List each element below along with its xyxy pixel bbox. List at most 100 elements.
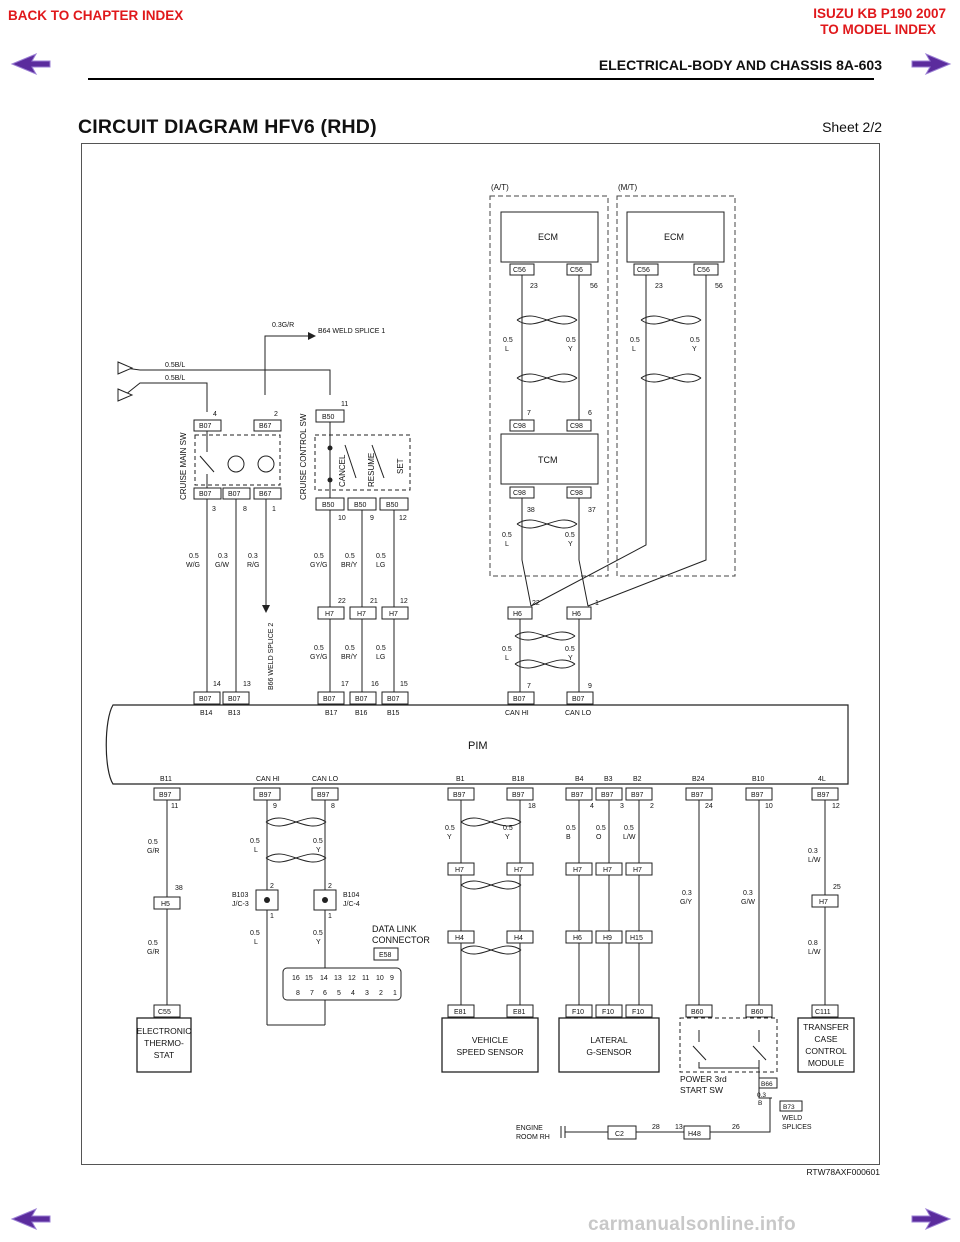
- prev-page-arrow-icon[interactable]: [10, 52, 52, 76]
- svg-text:L: L: [632, 346, 636, 353]
- svg-text:0.3: 0.3: [743, 890, 753, 897]
- svg-text:C111: C111: [815, 1009, 831, 1016]
- svg-text:H6: H6: [513, 611, 522, 618]
- svg-text:B50: B50: [322, 502, 335, 509]
- svg-text:12: 12: [399, 515, 407, 522]
- svg-text:B97: B97: [571, 792, 584, 799]
- svg-text:TRANSFER: TRANSFER: [803, 1022, 849, 1032]
- svg-text:Y: Y: [316, 939, 321, 946]
- svg-text:9: 9: [588, 683, 592, 690]
- model-index-link[interactable]: TO MODEL INDEX: [820, 22, 936, 37]
- svg-text:CAN LO: CAN LO: [565, 710, 592, 717]
- svg-text:ELECTRONIC: ELECTRONIC: [137, 1026, 192, 1036]
- svg-text:B: B: [758, 1100, 762, 1107]
- dlc-label-2: CONNECTOR: [372, 935, 430, 945]
- svg-text:2: 2: [274, 411, 278, 418]
- svg-text:1: 1: [270, 913, 274, 920]
- svg-text:14: 14: [213, 681, 221, 688]
- svg-text:0.5: 0.5: [250, 930, 260, 937]
- svg-text:0.5: 0.5: [313, 930, 323, 937]
- svg-text:7: 7: [310, 990, 314, 997]
- svg-text:0.5: 0.5: [566, 825, 576, 832]
- svg-text:Y: Y: [568, 655, 573, 662]
- svg-text:38: 38: [175, 885, 183, 892]
- svg-text:13: 13: [243, 681, 251, 688]
- svg-text:0.3: 0.3: [218, 553, 228, 560]
- svg-text:LATERAL: LATERAL: [590, 1035, 627, 1045]
- brand-title: ISUZU KB P190 2007: [813, 6, 946, 21]
- svg-text:B97: B97: [817, 792, 830, 799]
- svg-text:Y: Y: [692, 346, 697, 353]
- figure-reference: RTW78AXF000601: [806, 1167, 880, 1177]
- svg-text:B1: B1: [456, 776, 465, 783]
- svg-text:0.5: 0.5: [690, 337, 700, 344]
- svg-text:0.8: 0.8: [808, 940, 818, 947]
- svg-text:0.5: 0.5: [345, 553, 355, 560]
- svg-text:2: 2: [379, 990, 383, 997]
- svg-text:0.5: 0.5: [503, 825, 513, 832]
- svg-text:12: 12: [348, 975, 356, 982]
- svg-text:WELD: WELD: [782, 1115, 802, 1122]
- svg-text:B07: B07: [228, 491, 241, 498]
- svg-text:Y: Y: [316, 847, 321, 854]
- pin-tcm-38: 38: [527, 507, 535, 514]
- next-page-arrow-bottom-icon[interactable]: [910, 1207, 952, 1231]
- svg-text:24: 24: [705, 803, 713, 810]
- svg-text:1: 1: [393, 990, 397, 997]
- svg-text:4: 4: [590, 803, 594, 810]
- svg-text:C2: C2: [615, 1131, 624, 1138]
- svg-text:0.5: 0.5: [565, 532, 575, 539]
- svg-text:B13: B13: [228, 710, 241, 717]
- svg-text:VEHICLE: VEHICLE: [472, 1035, 509, 1045]
- lateral-g-sensor-box: [558, 1017, 660, 1073]
- svg-text:MODULE: MODULE: [808, 1058, 845, 1068]
- svg-text:H7: H7: [389, 611, 398, 618]
- prev-page-arrow-bottom-icon[interactable]: [10, 1207, 52, 1231]
- svg-text:0.5: 0.5: [250, 838, 260, 845]
- svg-text:4: 4: [351, 990, 355, 997]
- switch-cancel-label: CANCEL: [338, 454, 347, 487]
- svg-text:E81: E81: [454, 1009, 467, 1016]
- svg-text:2: 2: [270, 883, 274, 890]
- ecm-at-box: [500, 211, 599, 263]
- svg-text:B: B: [566, 834, 571, 841]
- svg-text:0.5: 0.5: [630, 337, 640, 344]
- next-page-arrow-icon[interactable]: [910, 52, 952, 76]
- weld-splice-b66-label: B66 WELD SPLICE 2: [268, 623, 275, 690]
- svg-text:H7: H7: [603, 867, 612, 874]
- svg-text:B73: B73: [783, 1104, 795, 1111]
- conn-c98-b-label: C98: [570, 423, 583, 430]
- svg-text:H7: H7: [514, 867, 523, 874]
- svg-text:11: 11: [341, 401, 348, 408]
- svg-text:R/G: R/G: [247, 562, 259, 569]
- svg-text:15: 15: [400, 681, 408, 688]
- switch-resume-label: RESUME: [367, 453, 376, 487]
- svg-text:H6: H6: [573, 935, 582, 942]
- svg-text:CASE: CASE: [814, 1034, 837, 1044]
- svg-text:CAN LO: CAN LO: [312, 776, 339, 783]
- svg-text:0.3G/R: 0.3G/R: [272, 322, 294, 329]
- sheet-number: Sheet 2/2: [822, 119, 882, 135]
- svg-text:11: 11: [171, 803, 178, 810]
- svg-text:2: 2: [328, 883, 332, 890]
- svg-text:Y: Y: [505, 834, 510, 841]
- diagram-frame: [81, 143, 880, 1165]
- mt-variant-boundary: [616, 195, 736, 577]
- svg-text:9: 9: [390, 975, 394, 982]
- ecm-at-label: ECM: [538, 232, 558, 242]
- svg-text:10: 10: [376, 975, 384, 982]
- svg-text:H48: H48: [688, 1131, 701, 1138]
- conn-c56-c-label: C56: [637, 267, 650, 274]
- svg-text:B4: B4: [575, 776, 584, 783]
- svg-text:0.5: 0.5: [624, 825, 634, 832]
- header-rule: [88, 78, 874, 80]
- svg-text:L: L: [505, 541, 509, 548]
- svg-text:G/Y: G/Y: [680, 899, 692, 906]
- svg-text:G/R: G/R: [147, 848, 159, 855]
- cruise-main-sw-label: CRUISE MAIN SW: [179, 432, 188, 500]
- pin-tcm-6: 6: [588, 410, 592, 417]
- svg-text:Y: Y: [568, 346, 573, 353]
- svg-text:22: 22: [338, 598, 346, 605]
- back-to-chapter-link[interactable]: BACK TO CHAPTER INDEX: [8, 8, 184, 23]
